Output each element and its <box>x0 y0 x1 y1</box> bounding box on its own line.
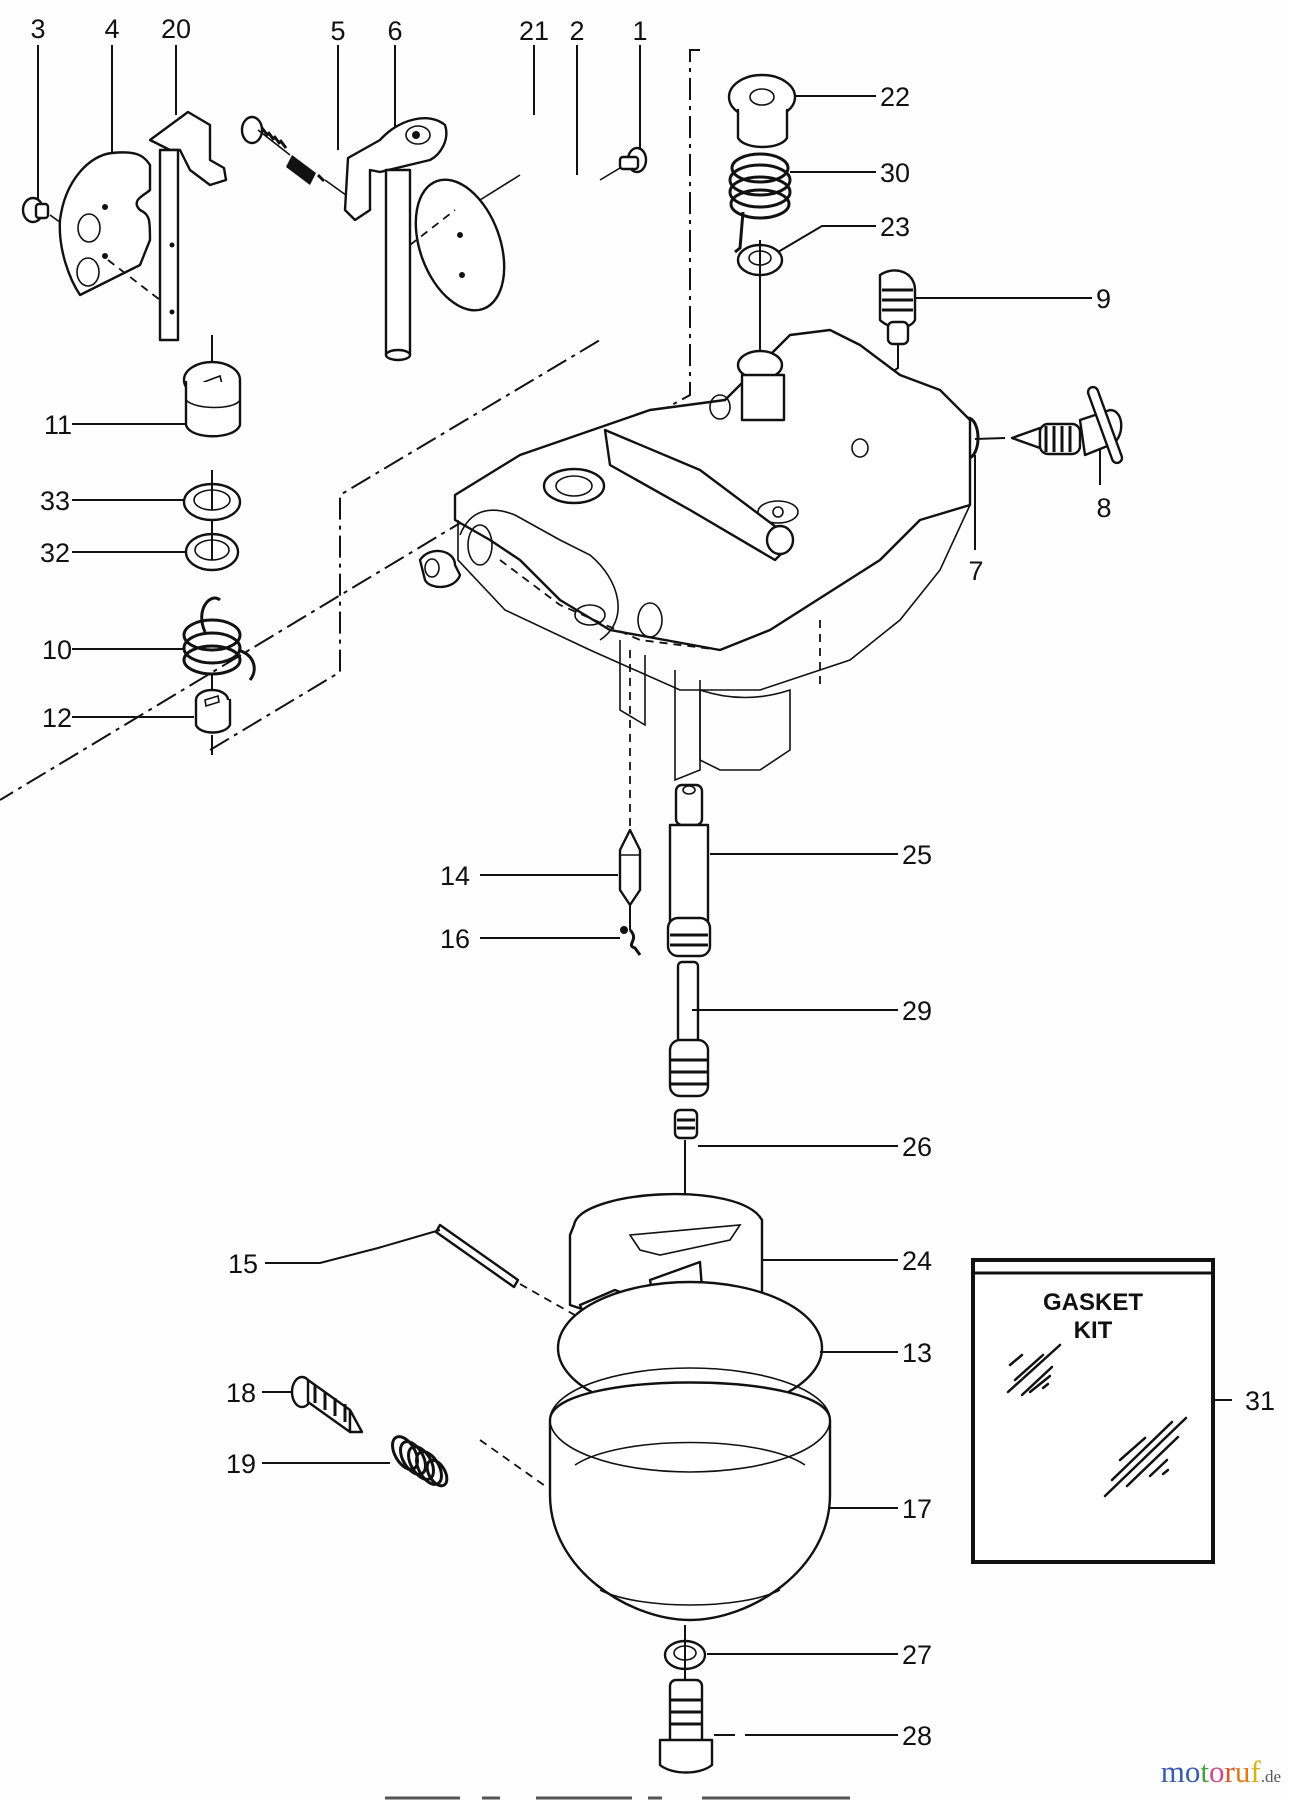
part-30-spring <box>728 152 876 254</box>
gloss-mark-icon <box>1103 1416 1188 1498</box>
watermark-letter: o <box>1184 1754 1201 1789</box>
callout-24: 24 <box>902 1246 932 1276</box>
callout-27: 27 <box>902 1640 932 1670</box>
part-25-emulsion-tube <box>666 783 898 958</box>
part-14-needle <box>480 828 642 930</box>
callout-5: 5 <box>330 16 345 46</box>
callout-29: 29 <box>902 996 932 1026</box>
watermark-letter: r <box>1224 1754 1235 1789</box>
part-2-throttle-plate <box>409 174 521 312</box>
part-21-throttle-shaft <box>343 117 448 362</box>
part-carburetor-body <box>418 328 972 782</box>
part-3-screw <box>21 196 69 229</box>
leader-lines-top <box>37 45 641 205</box>
callout-20: 20 <box>161 14 191 44</box>
watermark-letter: t <box>1200 1754 1210 1789</box>
callout-15: 15 <box>228 1249 258 1279</box>
callout-32: 32 <box>40 538 70 568</box>
callout-17: 17 <box>902 1494 932 1524</box>
gasket-kit-title-line1: GASKET <box>1043 1289 1143 1316</box>
callout-9: 9 <box>1096 284 1111 314</box>
part-19-spring <box>262 1435 449 1488</box>
callout-16: 16 <box>440 924 470 954</box>
callout-26: 26 <box>902 1132 932 1162</box>
part-12-cap <box>72 688 232 755</box>
callout-6: 6 <box>387 16 402 46</box>
part-4-choke-plate <box>58 151 161 301</box>
callout-14: 14 <box>440 861 470 891</box>
callout-2: 2 <box>569 16 584 46</box>
callout-11: 11 <box>44 410 72 440</box>
part-22-cap <box>727 73 876 149</box>
watermark-letter: f <box>1250 1754 1261 1789</box>
part-17-float-bowl <box>479 1367 898 1622</box>
part-9-screw <box>849 269 1092 401</box>
part-33-washer <box>72 470 242 522</box>
watermark-letter: u <box>1234 1754 1251 1789</box>
callout-19: 19 <box>226 1449 256 1479</box>
gloss-mark-icon <box>1006 1343 1062 1397</box>
callout-22: 22 <box>880 82 910 112</box>
callout-13: 13 <box>902 1338 932 1368</box>
callout-12: 12 <box>42 703 72 733</box>
callout-25: 25 <box>902 840 932 870</box>
part-29-main-jet-tube <box>668 960 898 1098</box>
part-8-mixture-screw <box>1010 385 1124 485</box>
part-10-spring <box>72 596 256 695</box>
watermark-letter: o <box>1209 1754 1225 1789</box>
assembly-line-choke <box>209 339 601 751</box>
part-28-drain-plug <box>658 1678 898 1774</box>
part-23-washer <box>736 225 876 277</box>
part-6-spring <box>286 155 351 199</box>
part-32-washer <box>72 520 240 572</box>
watermark-logo: motoruf.de <box>1161 1754 1281 1790</box>
callout-33: 33 <box>40 486 70 516</box>
gasket-kit: GASKET KIT <box>971 1258 1232 1564</box>
callout-10: 10 <box>42 635 72 665</box>
callout-3: 3 <box>30 14 45 44</box>
callout-28: 28 <box>902 1721 932 1751</box>
callout-30: 30 <box>880 158 910 188</box>
callout-7: 7 <box>968 556 983 586</box>
part-5-screw <box>240 115 291 156</box>
part-18-screw <box>262 1375 364 1434</box>
part-11-bushing <box>72 335 242 438</box>
watermark-letter: m <box>1160 1754 1185 1789</box>
callout-31: 31 <box>1245 1386 1275 1416</box>
callout-4: 4 <box>104 14 119 44</box>
callout-8: 8 <box>1096 493 1111 523</box>
part-15-float-pin <box>265 1223 581 1319</box>
callout-labels: 3 4 20 5 6 21 2 1 22 30 23 9 8 7 11 33 3… <box>30 14 1275 1751</box>
part-1-screw <box>599 146 648 181</box>
callout-1: 1 <box>632 16 647 46</box>
part-13-gasket <box>556 1280 898 1416</box>
callout-21: 21 <box>519 16 549 46</box>
gasket-kit-title-line2: KIT <box>1074 1317 1113 1344</box>
callout-18: 18 <box>226 1378 256 1408</box>
watermark-suffix: .de <box>1260 1767 1281 1786</box>
part-16-clip <box>480 926 642 956</box>
callout-23: 23 <box>880 212 910 242</box>
part-20-choke-shaft <box>148 110 228 342</box>
